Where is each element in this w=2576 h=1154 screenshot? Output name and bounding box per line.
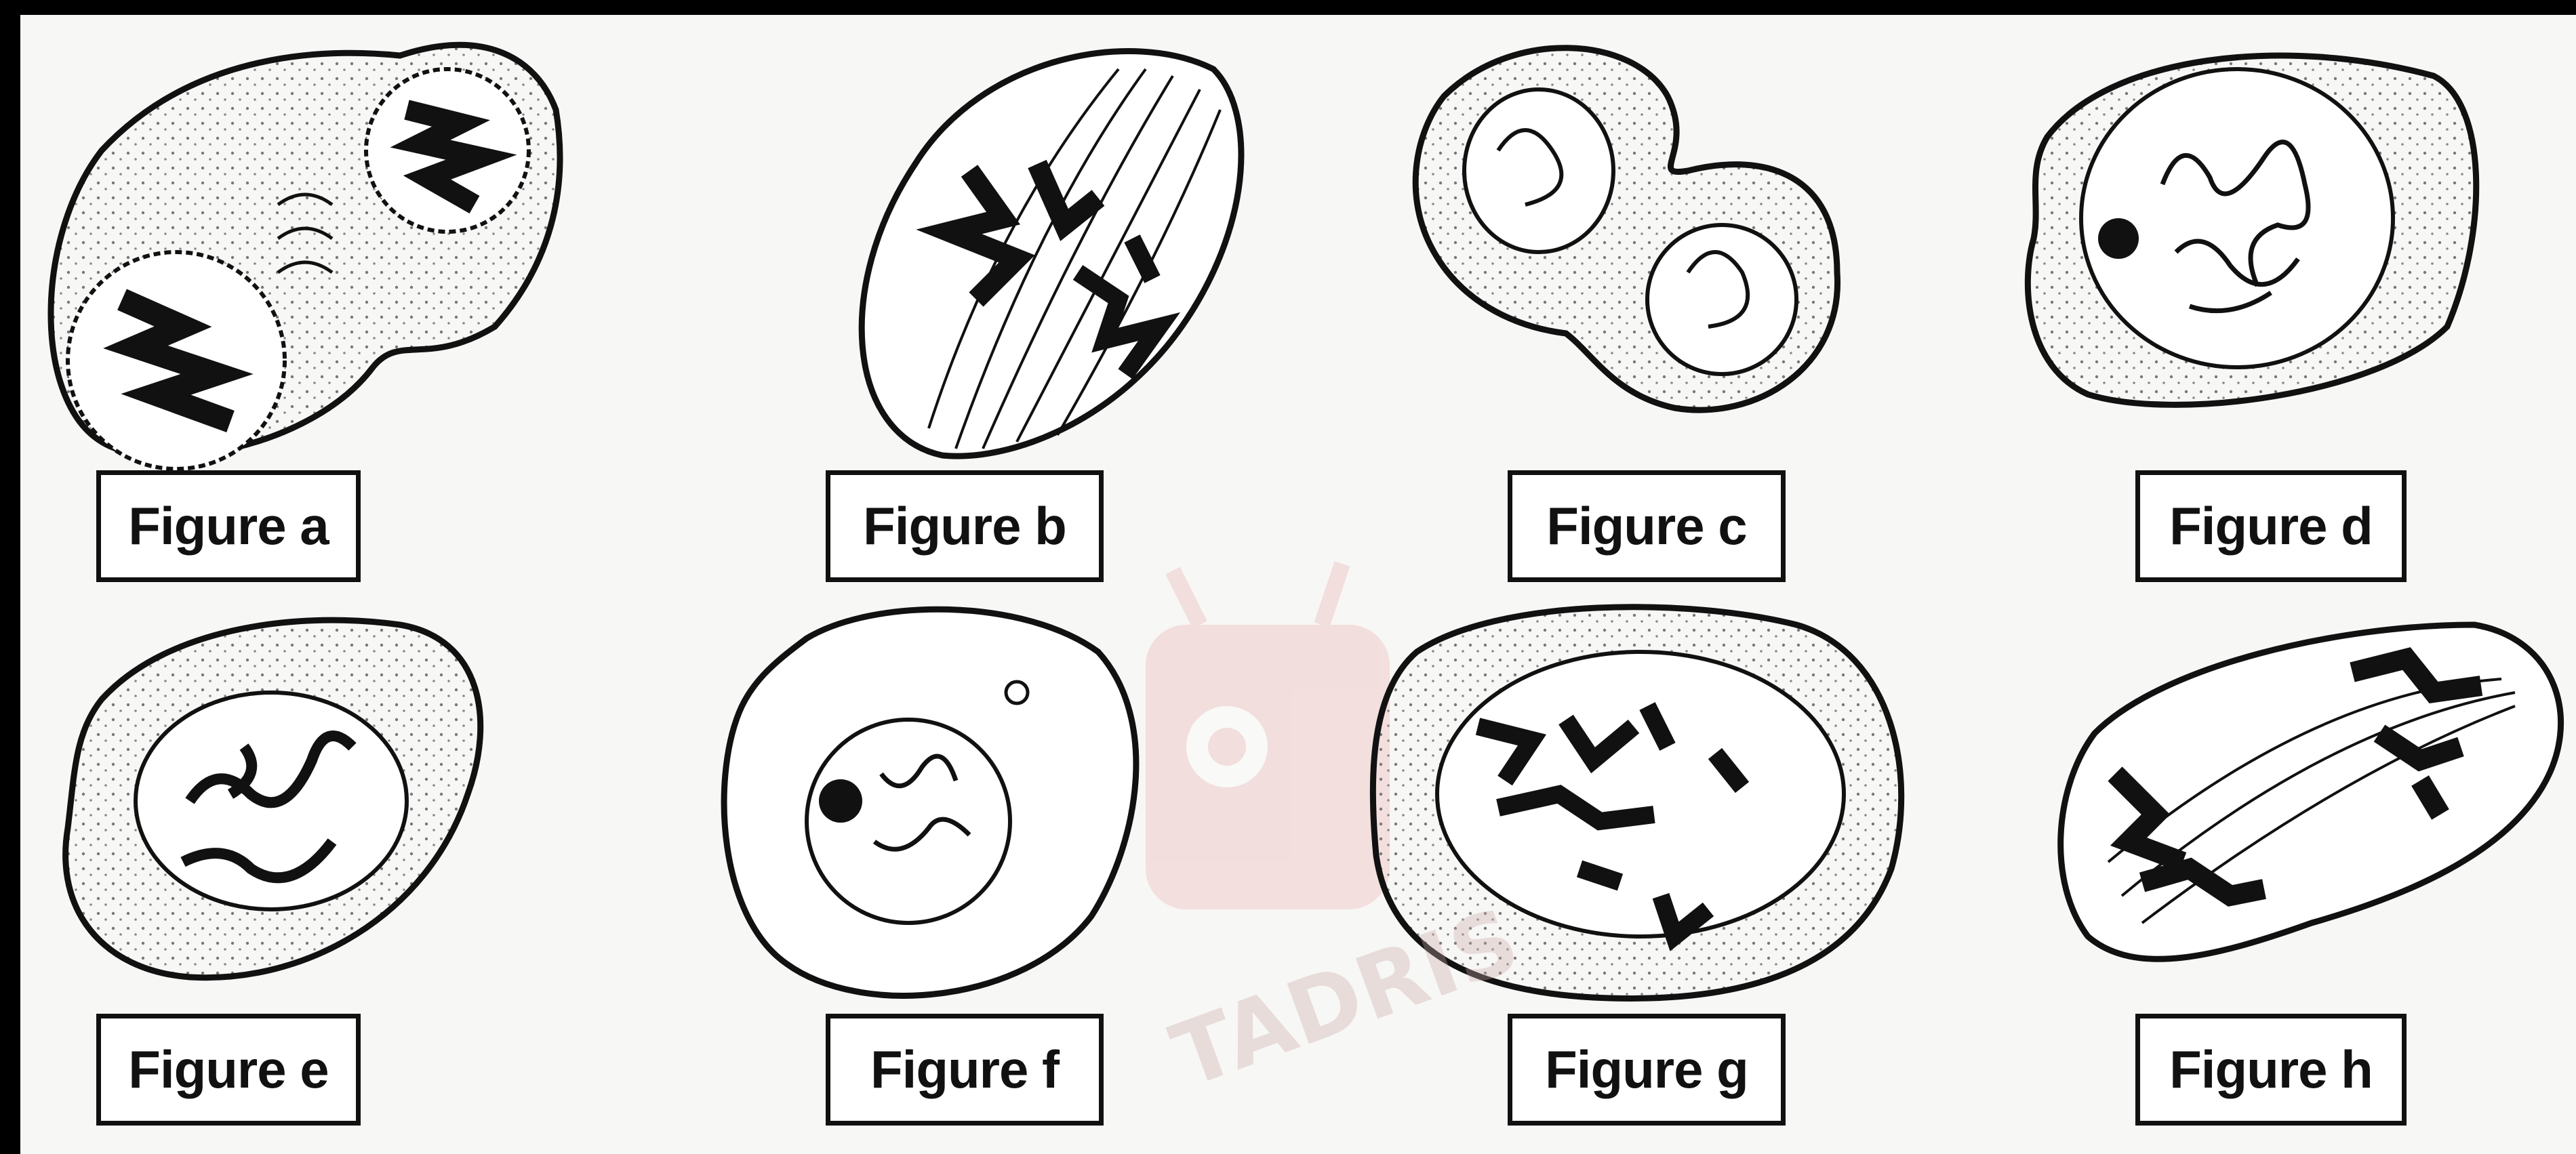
figure-h-cell-drawing [2061, 625, 2561, 959]
watermark-logo-icon [1146, 564, 1390, 909]
figure-d-label: Figure d [2135, 470, 2407, 582]
figure-e-label: Figure e [96, 1014, 361, 1126]
figure-b-cell-drawing [862, 51, 1241, 457]
figure-a-cell-drawing [51, 45, 560, 469]
figure-e-cell-drawing [66, 620, 481, 978]
figure-a-label: Figure a [96, 470, 361, 582]
figure-panel: Figure a Figure b Figure c Figure d Figu… [20, 15, 2576, 1154]
figure-f-cell-drawing [724, 609, 1136, 995]
figure-c-label: Figure c [1508, 470, 1786, 582]
figure-h-label: Figure h [2135, 1014, 2407, 1126]
figure-f-label: Figure f [826, 1014, 1104, 1126]
figure-d-cell-drawing [2028, 56, 2476, 405]
figure-b-label: Figure b [826, 470, 1104, 582]
figure-c-cell-drawing [1415, 48, 1837, 410]
figure-g-label: Figure g [1508, 1014, 1786, 1126]
